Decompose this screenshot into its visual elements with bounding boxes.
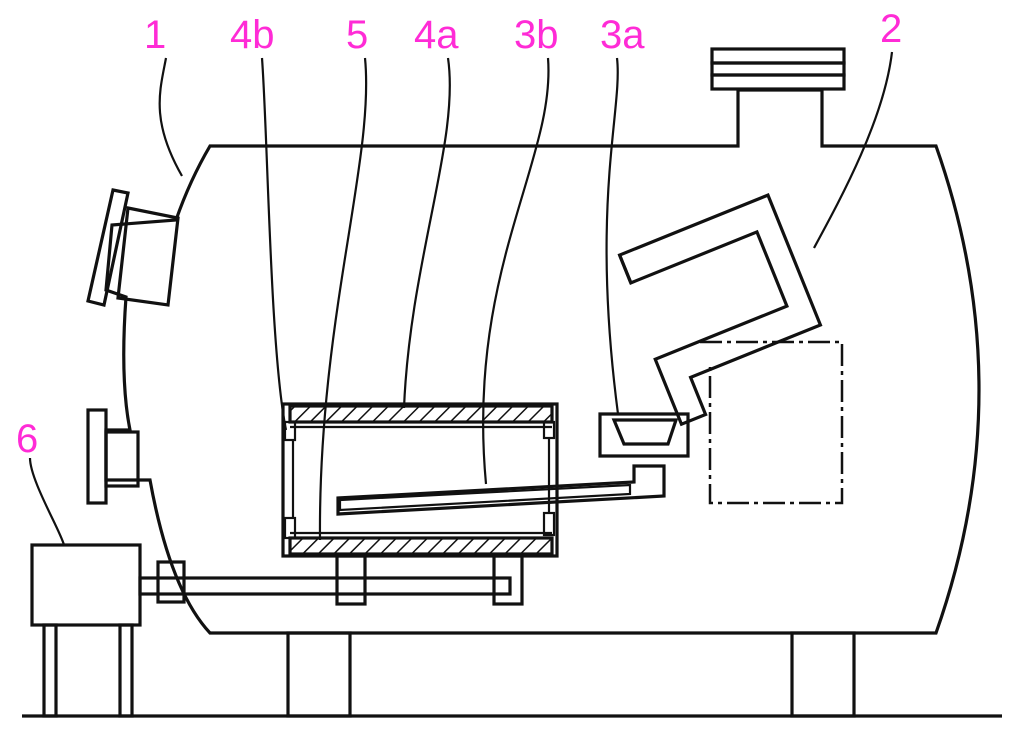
drive-unit-6 <box>30 543 142 718</box>
upper-left-port <box>86 188 180 307</box>
phantom-outline <box>700 340 844 505</box>
label-3a: 3a <box>600 13 645 57</box>
label-1: 1 <box>144 13 166 57</box>
top-flange <box>710 47 846 91</box>
crucible-3a <box>598 412 690 458</box>
lower-left-port <box>86 408 140 505</box>
cylinder-housing <box>281 402 559 558</box>
label-3b: 3b <box>514 13 559 57</box>
evaporation-source <box>617 193 823 427</box>
leader-lines <box>28 51 894 546</box>
label-4a: 4a <box>414 13 459 57</box>
holder-arm-3b <box>336 464 666 516</box>
vessel-legs <box>286 631 856 718</box>
label-6: 6 <box>16 417 38 461</box>
label-2: 2 <box>880 7 902 51</box>
label-5: 5 <box>346 13 368 57</box>
crucible-3a-cavity <box>611 418 679 446</box>
vacuum-vessel <box>104 88 981 635</box>
drive-shaft <box>138 554 524 606</box>
label-4b: 4b <box>230 13 275 57</box>
label-group: 1 4b 5 4a 3b 3a 2 6 <box>16 7 902 461</box>
